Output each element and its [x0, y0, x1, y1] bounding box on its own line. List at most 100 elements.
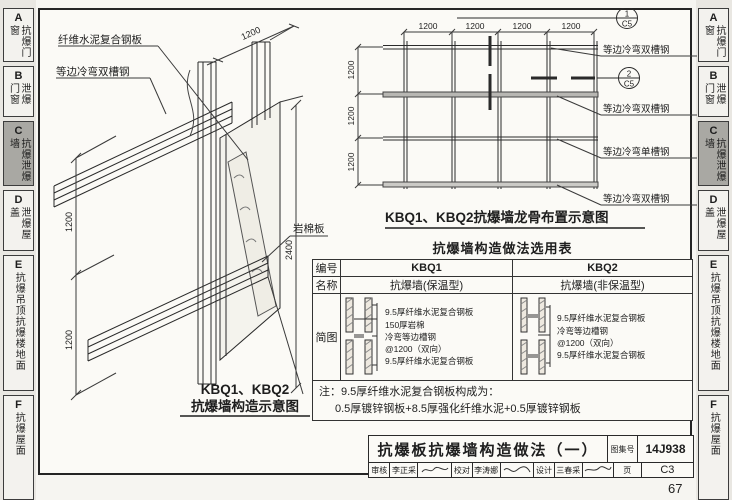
signature-scribble — [503, 466, 531, 473]
wall-section-mini-kbq2 — [520, 297, 551, 375]
callout2-sheet: C5 — [624, 80, 635, 89]
row-header-code: 编号 — [312, 259, 341, 277]
table-row-diagram: 简图 — [312, 293, 693, 381]
tab-letter: D — [14, 194, 23, 206]
label-double-channel: 等边冷弯双槽钢 — [56, 65, 130, 78]
title-block: 抗爆板抗爆墙构造做法（一） 图集号 14J938 审核 李正采 校对 李涛娜 设… — [368, 435, 694, 478]
tab-label: 泄爆屋盖 — [702, 207, 726, 241]
cell-name-kbq1: 抗爆墙(保温型) — [340, 276, 513, 294]
dim-right-2400: 2400 — [284, 240, 294, 260]
cell-diagram-kbq2: 9.5厚纤维水泥复合钢板 冷弯等边槽钢 @1200（双向） 9.5厚纤维水泥复合… — [512, 293, 693, 381]
diagram-label: 9.5厚纤维水泥复合钢板 — [385, 356, 474, 367]
vertical-studs — [403, 41, 598, 189]
design-signature — [581, 463, 613, 477]
selection-table: 编号 KBQ1 KBQ2 名称 抗爆墙(保温型) 抗爆墙(非保温型) 简图 — [312, 259, 693, 421]
dimension-top-row — [400, 28, 598, 41]
page-label: 页 — [612, 463, 641, 477]
channel-beam-upper — [53, 101, 233, 208]
dim-1200-3: 1200 — [513, 21, 532, 31]
cell-name-kbq2: 抗爆墙(非保温型) — [512, 276, 693, 294]
sheet-title: 抗爆板抗爆墙构造做法（一） — [377, 441, 599, 459]
axon-title-line2: 抗爆墙构造示意图 — [191, 398, 299, 414]
dim-left-1200a: 1200 — [64, 212, 74, 232]
atlas-number-label: 图集号 — [607, 436, 637, 462]
diagram-label: 9.5厚纤维水泥复合钢板 — [557, 313, 646, 324]
diagram-label: 9.5厚纤维水泥复合钢板 — [557, 350, 646, 361]
tab-label: 抗爆泄爆墙 — [702, 138, 726, 183]
diagram-label: 冷弯等边槽钢 — [385, 331, 437, 342]
tab-label: 泄爆门窗 — [702, 83, 726, 106]
callout1-number: 1 — [625, 10, 630, 19]
diagram-label: @1200（双向） — [385, 344, 447, 355]
label-single-channel: 等边冷弯单槽钢 — [603, 146, 670, 158]
section-cut-2 — [531, 67, 640, 89]
tab-letter: D — [709, 194, 718, 206]
tab-letter: C — [709, 125, 718, 137]
design-name: 三春采 — [553, 463, 582, 477]
horizontal-chords — [382, 45, 599, 188]
check-name: 李涛娜 — [471, 463, 500, 477]
label-rockwool: 岩棉板 — [293, 222, 325, 235]
tab-label: 泄爆屋盖 — [7, 207, 31, 241]
dimension-left — [70, 135, 117, 401]
dim-1200-1: 1200 — [419, 21, 438, 31]
axonometric-wall-detail-drawing: 纤维水泥复合钢板 等边冷弯双槽钢 岩棉板 1200 1200 2400 1200… — [53, 23, 328, 417]
row-header-name: 名称 — [312, 276, 341, 294]
axon-title-line1: KBQ1、KBQ2 — [201, 382, 290, 397]
cut-edge-curve — [186, 69, 195, 137]
note-line-1: 注：9.5厚纤维水泥复合钢板构成为： — [319, 386, 500, 398]
tab-letter: C — [14, 125, 23, 137]
tab-label: 抗爆屋面 — [708, 412, 720, 457]
dimension-left-col — [354, 43, 383, 189]
table-note-cell: 注：9.5厚纤维水泥复合钢板构成为： 0.5厚镀锌钢板+8.5厚强化纤维水泥+0… — [312, 380, 693, 421]
keel-layout-diagram: 1 C5 2 C5 1200 1200 1200 1200 1200 1200 … — [346, 8, 697, 229]
tab-label: 泄爆门窗 — [7, 83, 31, 106]
diagram-label: 冷弯等边槽钢 — [557, 325, 609, 336]
dim-1200-2: 1200 — [466, 21, 485, 31]
tab-letter: B — [14, 70, 23, 82]
label-double-channel-3: 等边冷弯双槽钢 — [603, 193, 670, 205]
dimension-top — [206, 23, 300, 66]
page-value: C3 — [640, 463, 693, 477]
cell-code-kbq1: KBQ1 — [340, 259, 513, 277]
dim-1200-l3: 1200 — [346, 152, 356, 171]
dim-1200-l2: 1200 — [346, 106, 356, 125]
tab-label: 抗爆门窗 — [7, 25, 31, 59]
callout2-number: 2 — [627, 70, 632, 79]
label-double-channel-1: 等边冷弯双槽钢 — [603, 44, 670, 56]
tab-letter: E — [709, 259, 718, 271]
diagram-labels-kbq1: 9.5厚纤维水泥复合钢板 150厚岩棉 冷弯等边槽钢 @1200（双向） 9.5… — [385, 306, 473, 368]
signature-scribble — [584, 466, 612, 472]
design-label: 设计 — [533, 463, 554, 477]
review-label: 审核 — [371, 465, 388, 475]
tab-letter: B — [709, 70, 718, 82]
cell-diagram-kbq1: 9.5厚纤维水泥复合钢板 150厚岩棉 冷弯等边槽钢 @1200（双向） 9.5… — [340, 293, 513, 381]
keel-diagram-title: KBQ1、KBQ2抗爆墙龙骨布置示意图 — [385, 209, 609, 225]
signature-scribble — [421, 466, 449, 473]
dim-top-1200: 1200 — [240, 25, 262, 42]
tab-label: 抗爆泄爆墙 — [7, 138, 31, 183]
label-fiber-cement-panel: 纤维水泥复合钢板 — [58, 33, 142, 46]
cell-code-kbq2: KBQ2 — [512, 259, 693, 277]
diagram-label: @1200（双向） — [557, 338, 619, 348]
diagram-label: 9.5厚纤维水泥复合钢板 — [385, 307, 474, 318]
page-number: 67 — [668, 481, 683, 496]
stud-right — [251, 41, 271, 128]
review-signature — [417, 463, 451, 477]
label-double-channel-2: 等边冷弯双槽钢 — [603, 103, 670, 115]
tab-letter: E — [14, 259, 23, 271]
check-signature — [499, 463, 534, 477]
